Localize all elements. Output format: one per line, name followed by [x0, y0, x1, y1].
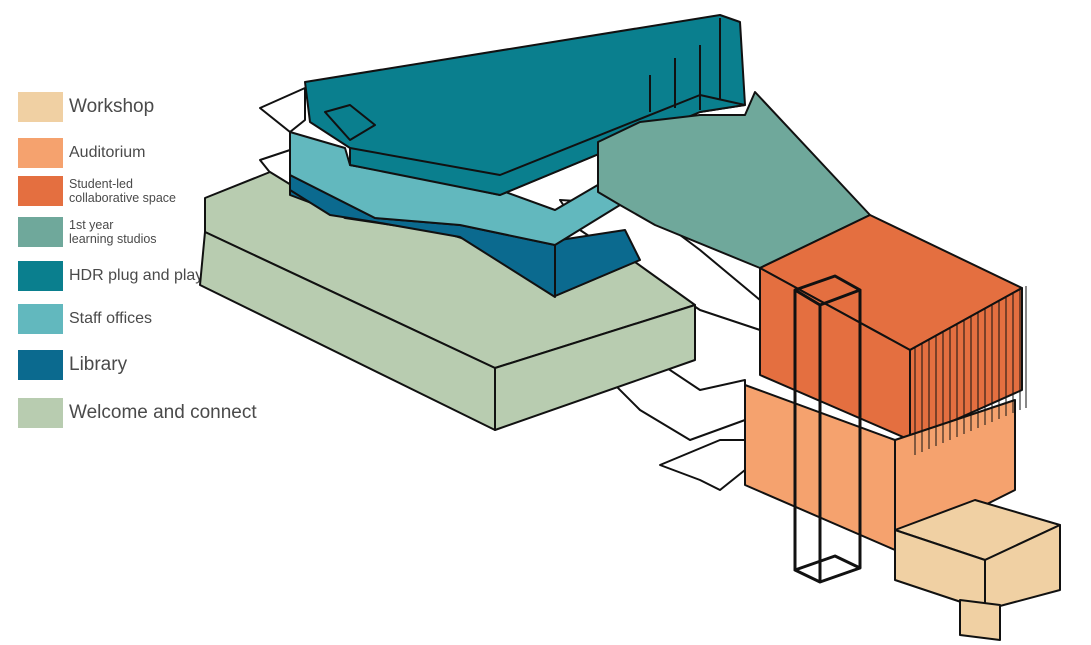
legend-label-library: Library — [69, 354, 128, 376]
legend-label-first-year-line1: 1st year — [69, 217, 114, 232]
circulation-tower — [793, 274, 862, 584]
auditorium-block-front — [894, 399, 1016, 551]
floor-plate-bottom-outline — [659, 439, 746, 491]
student-led-swatch — [18, 176, 63, 206]
legend-label-welcome: Welcome and connect — [69, 402, 257, 424]
first-year-swatch — [18, 217, 63, 247]
welcome-swatch — [18, 398, 63, 428]
staff-swatch — [18, 304, 63, 334]
auditorium-swatch — [18, 138, 63, 168]
welcome-block-front — [494, 304, 696, 431]
library-swatch — [18, 350, 63, 380]
hdr-block-front — [349, 94, 746, 196]
legend-label-workshop: Workshop — [69, 96, 155, 118]
legend-item-first-year: 1st year learning studios — [18, 217, 157, 247]
legend-item-auditorium: Auditorium — [18, 138, 145, 168]
legend-label-hdr: HDR plug and play — [69, 266, 204, 284]
legend-label-first-year: 1st year learning studios — [69, 218, 157, 247]
tower-base — [793, 554, 862, 584]
hdr-block-notch — [324, 104, 376, 141]
legend-item-student-led: Student-led collaborative space — [18, 176, 176, 206]
legend-label-auditorium: Auditorium — [69, 143, 146, 161]
workshop-foot — [959, 599, 1001, 641]
legend-label-student-led-line2: collaborative space — [69, 191, 177, 205]
legend-label-student-led: Student-led collaborative space — [69, 177, 176, 206]
workshop-block-front — [984, 524, 1061, 611]
legend-item-staff: Staff offices — [18, 304, 152, 334]
legend-item-hdr: HDR plug and play — [18, 261, 203, 291]
legend-item-library: Library — [18, 350, 127, 380]
legend-label-student-led-line1: Student-led — [69, 176, 133, 191]
legend-item-workshop: Workshop — [18, 92, 154, 122]
legend-label-staff: Staff offices — [69, 309, 153, 327]
facade-hatching — [914, 286, 1027, 455]
hdr-swatch — [18, 261, 63, 291]
legend: Workshop Auditorium Student-led collabor… — [18, 0, 308, 645]
legend-item-welcome: Welcome and connect — [18, 398, 257, 428]
floor-plate-upper-left — [259, 87, 306, 133]
legend-label-first-year-line2: learning studios — [69, 232, 157, 246]
workshop-swatch — [18, 92, 63, 122]
